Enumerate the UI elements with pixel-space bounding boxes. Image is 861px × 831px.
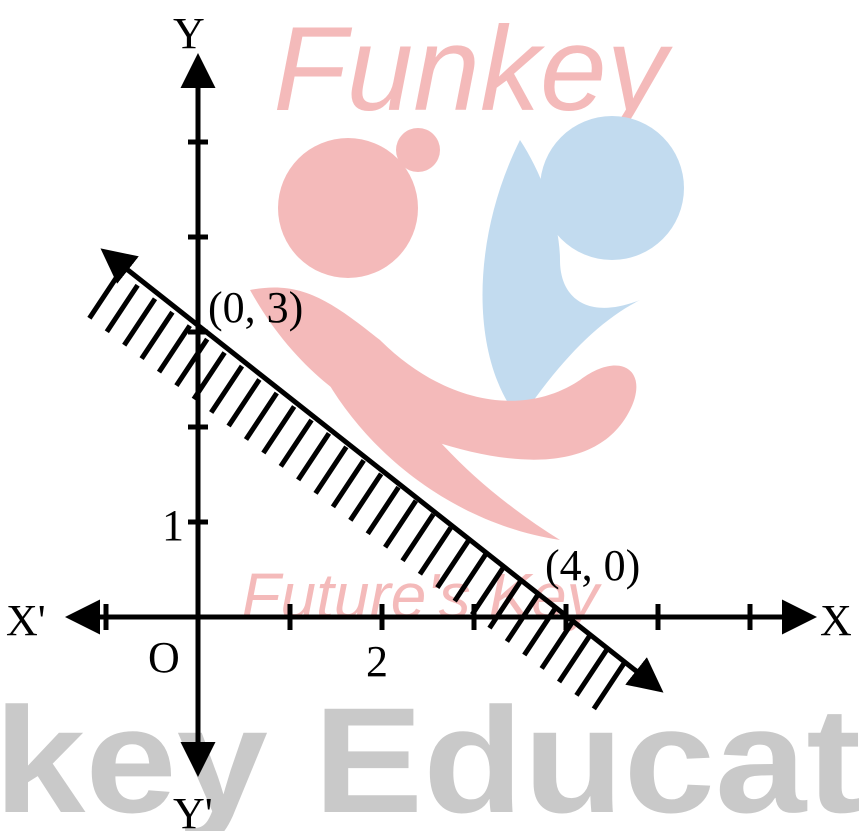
hatch-mark (400, 512, 436, 563)
hatch-mark (139, 310, 175, 361)
hatch-mark (209, 364, 245, 414)
x-axis-label: X (820, 596, 852, 645)
hatch-mark (348, 472, 384, 522)
hatch-mark (556, 634, 592, 684)
origin-label: O (148, 633, 180, 682)
watermark-bottom-text: key Educat (0, 676, 861, 831)
hatch-mark (87, 270, 123, 320)
hatch-mark (330, 458, 366, 509)
boundary-line (100, 248, 664, 693)
hatch-mark (156, 324, 192, 374)
hatch-mark (278, 418, 314, 468)
hatch-mark (296, 432, 332, 482)
point-label-4-0: (4, 0) (545, 541, 640, 590)
point-label-0-3: (0, 3) (208, 283, 303, 332)
watermark-figure-icon (250, 116, 684, 540)
hatch-mark (313, 445, 349, 495)
y-neg-axis-label: Y' (173, 789, 213, 831)
hatch-mark (243, 391, 279, 441)
y-axis-label: Y (173, 9, 205, 58)
hatch-mark (261, 405, 297, 455)
hatch-mark (104, 283, 140, 334)
hatch-mark (365, 485, 401, 536)
x-tick-label-2: 2 (366, 637, 388, 686)
hatch-mark (174, 337, 210, 387)
hatch-mark (122, 297, 158, 347)
y-tick-label-1: 1 (162, 501, 184, 550)
x-neg-axis-label: X' (6, 596, 46, 645)
watermark-top-text: Funkey (273, 2, 674, 136)
hatch-mark (383, 499, 419, 549)
hatch-mark (226, 378, 262, 428)
